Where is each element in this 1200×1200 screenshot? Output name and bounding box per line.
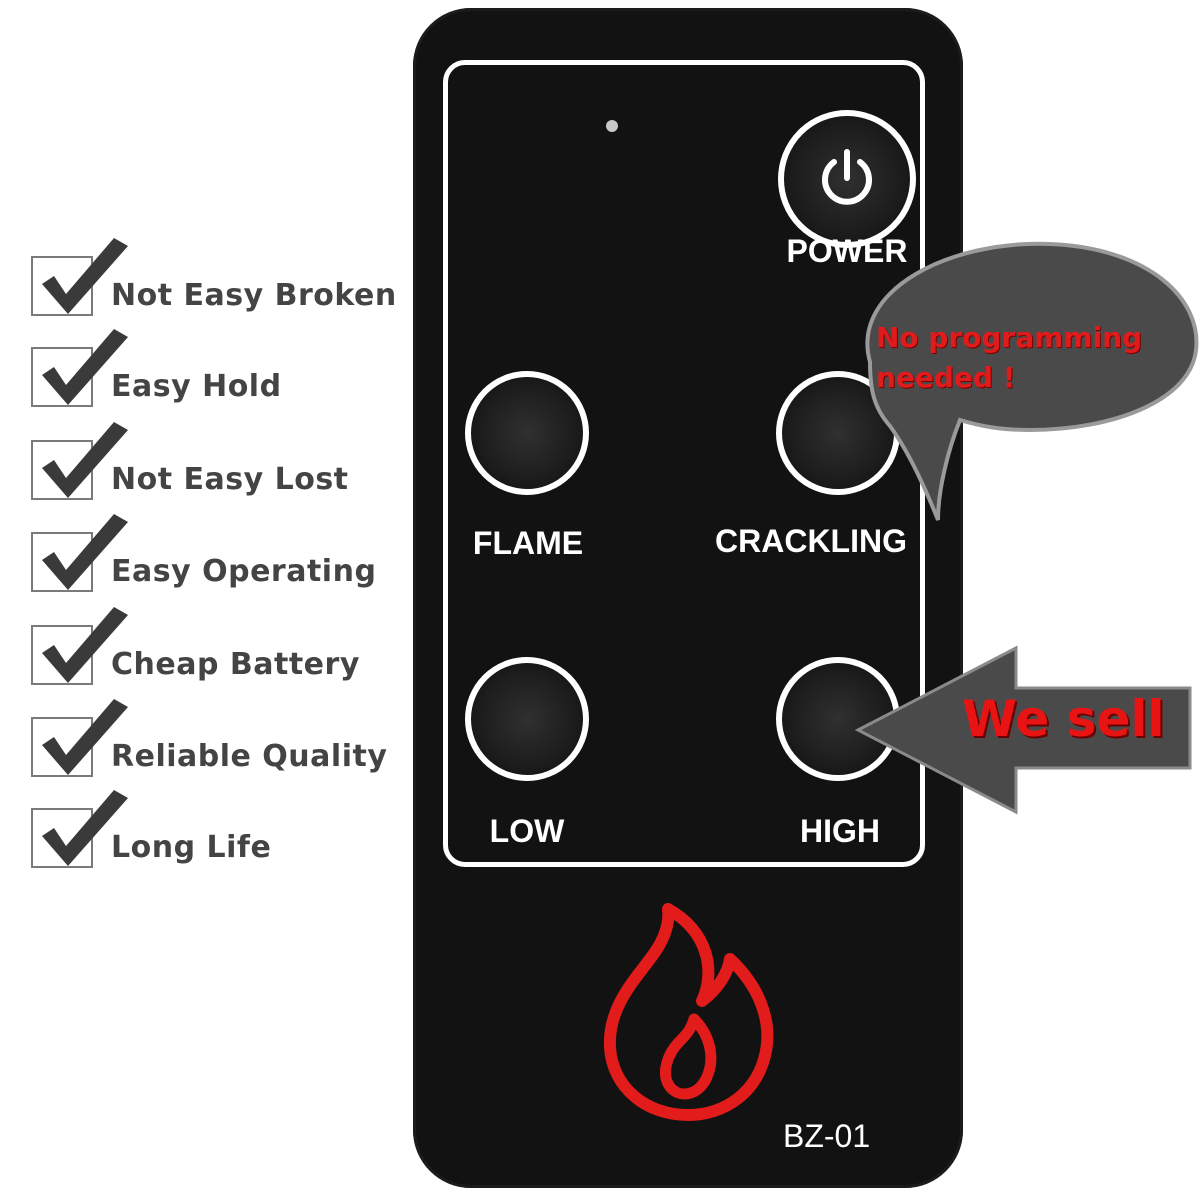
power-label: POWER (786, 233, 908, 269)
arrow-pointer-icon (854, 645, 1192, 815)
power-button[interactable] (778, 110, 916, 248)
low-label: LOW (489, 813, 565, 849)
arrow-text: We sell (962, 690, 1165, 748)
feature-item: Reliable Quality (28, 699, 428, 783)
feature-label: Long Life (111, 830, 272, 865)
flame-button[interactable] (465, 371, 589, 495)
model-number: BZ-01 (783, 1118, 871, 1154)
feature-list: Not Easy Broken Easy Hold Not Easy Lost … (0, 0, 420, 1200)
crackling-label: CRACKLING (715, 523, 907, 559)
checkmark-icon (42, 790, 128, 866)
flame-label: FLAME (472, 525, 584, 561)
feature-item: Not Easy Lost (28, 422, 428, 506)
checkmark-icon (42, 238, 128, 314)
checkmark-icon (42, 607, 128, 683)
remote-control: POWER FLAME CRACKLING LOW HIGH BZ-01 (413, 8, 963, 1188)
feature-item: Long Life (28, 790, 428, 874)
power-icon (822, 149, 872, 205)
checkmark-icon (42, 699, 128, 775)
checkmark-icon (42, 329, 128, 405)
feature-label: Easy Operating (111, 554, 377, 589)
feature-label: Not Easy Broken (111, 278, 397, 313)
high-label: HIGH (800, 813, 880, 849)
feature-label: Not Easy Lost (111, 462, 349, 497)
checkmark-icon (42, 422, 128, 498)
checkmark-icon (42, 514, 128, 590)
indicator-led (606, 120, 618, 132)
bubble-text: No programming needed ! (876, 321, 1143, 394)
feature-label: Reliable Quality (111, 739, 388, 774)
feature-item: Cheap Battery (28, 607, 428, 691)
flame-icon (603, 903, 774, 1121)
feature-label: Cheap Battery (111, 647, 360, 682)
feature-item: Not Easy Broken (28, 238, 428, 322)
speech-bubble (865, 241, 1199, 521)
feature-item: Easy Operating (28, 514, 428, 598)
feature-label: Easy Hold (111, 369, 282, 404)
feature-item: Easy Hold (28, 329, 428, 413)
low-button[interactable] (465, 657, 589, 781)
